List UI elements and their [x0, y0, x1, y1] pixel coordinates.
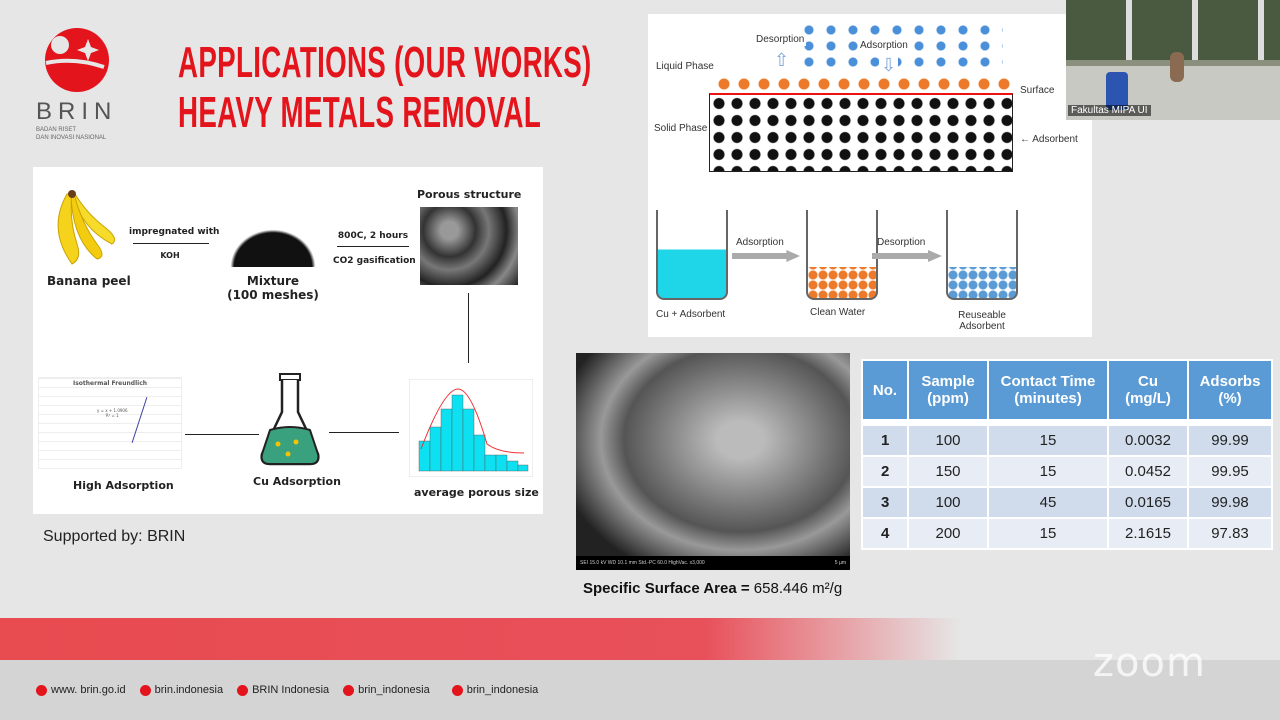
col-no: No. [861, 359, 909, 421]
footer-instagram[interactable]: brin_indonesia [343, 684, 430, 696]
banana-label: Banana peel [47, 274, 131, 288]
zoom-watermark: zoom [1093, 640, 1206, 686]
logo-name: BRIN [36, 98, 118, 125]
adsorption-label: Adsorption [858, 40, 910, 52]
footer-website[interactable]: www. brin.go.id [36, 684, 126, 696]
col-adsorbs: Adsorbs(%) [1187, 359, 1273, 421]
supported-by: Supported by: BRIN [43, 528, 186, 545]
process-diagram: Banana peel impregnated with KOH Mixture… [33, 167, 543, 514]
solid-phase-block [709, 93, 1013, 172]
surface-label: Surface [1018, 85, 1057, 97]
arrow-down [468, 293, 469, 363]
arrow-left [185, 434, 259, 435]
beaker-reusable [946, 210, 1018, 300]
cu-adsorption-label: Cu Adsorption [253, 475, 341, 488]
porous-size-histogram [409, 379, 533, 477]
liquid-phase-label: Liquid Phase [654, 61, 716, 73]
adsorption-mechanism-diagram: Liquid Phase Solid Phase Desorption Adso… [648, 14, 1092, 337]
porous-sem-image [420, 207, 518, 285]
arrow-right [133, 243, 209, 244]
col-cu: Cu(mg/L) [1107, 359, 1189, 421]
youtube-icon [237, 684, 249, 696]
surface-area: Specific Surface Area = 658.446 m²/g [583, 580, 843, 597]
results-table: No. Sample(ppm) Contact Time(minutes) Cu… [861, 359, 1273, 550]
col-contact-time: Contact Time(minutes) [987, 359, 1109, 421]
col-sample: Sample(ppm) [907, 359, 989, 421]
arrow-right [337, 246, 409, 247]
window-background [1066, 0, 1280, 60]
high-adsorption-label: High Adsorption [73, 479, 174, 492]
footer-youtube[interactable]: BRIN Indonesia [237, 684, 329, 696]
footer-links: www. brin.go.id brin.indonesia BRIN Indo… [36, 684, 552, 696]
arrow-up-icon: ⇧ [772, 50, 792, 70]
beaker-cu-adsorbent [656, 210, 728, 300]
arrow-down-icon: ⇩ [879, 55, 899, 75]
adsorbent-label: ← Adsorbent [1018, 134, 1080, 146]
sem-image [576, 353, 850, 570]
arrow1-bottom-label: KOH [160, 251, 180, 260]
sem-info-bar: SEI 15.0 kV WD 10.1 mm Std.-PC 60.0 High… [576, 556, 850, 570]
arrow-right-icon [872, 250, 942, 262]
footer-twitter[interactable]: brin_indonesia [451, 684, 538, 696]
beaker1-label: Cu + Adsorbent [656, 309, 726, 320]
porous-label: Porous structure [417, 188, 522, 201]
flask-icon [260, 373, 320, 466]
arrow1-top-label: impregnated with [129, 227, 220, 237]
facebook-icon [139, 684, 151, 696]
arrow-left [329, 432, 399, 433]
surface-molecules [714, 78, 1014, 90]
footer-facebook[interactable]: brin.indonesia [139, 684, 223, 696]
beaker3-label: Reuseable Adsorbent [958, 310, 1006, 332]
participant-person [1170, 52, 1184, 82]
footer-bar [0, 660, 1280, 720]
arrow2-bottom-label: CO2 gasification [333, 256, 416, 266]
arrow2-top-label: 800C, 2 hours [337, 231, 409, 241]
beaker2-label: Clean Water [810, 307, 866, 318]
chart-line [131, 397, 148, 443]
desorption-label: Desorption [754, 34, 807, 46]
slide-title: APPLICATIONS (OUR WORKS)HEAVY METALS REM… [178, 38, 592, 137]
arrow-right-icon [732, 250, 800, 262]
twitter-icon [451, 684, 463, 696]
participant-video[interactable]: Fakultas MIPA UI [1066, 0, 1280, 120]
arrow-desorption-label: Desorption [877, 237, 926, 248]
beaker-clean-water [806, 210, 878, 300]
chair [1106, 72, 1128, 110]
participant-name: Fakultas MIPA UI [1068, 105, 1151, 116]
instagram-icon [343, 684, 355, 696]
mixture-label: Mixture(100 meshes) [227, 274, 319, 302]
chart-title: Isothermal Freundlich [72, 380, 148, 387]
arrow-adsorption-label: Adsorption [736, 237, 784, 248]
globe-icon [36, 684, 47, 696]
brin-logo-icon [45, 28, 109, 92]
mixture-pile [223, 223, 323, 267]
avg-size-label: average porous size [414, 486, 539, 499]
solid-phase-label: Solid Phase [652, 123, 710, 135]
banana-icon [57, 190, 116, 265]
decorative-red-band [0, 618, 1280, 660]
